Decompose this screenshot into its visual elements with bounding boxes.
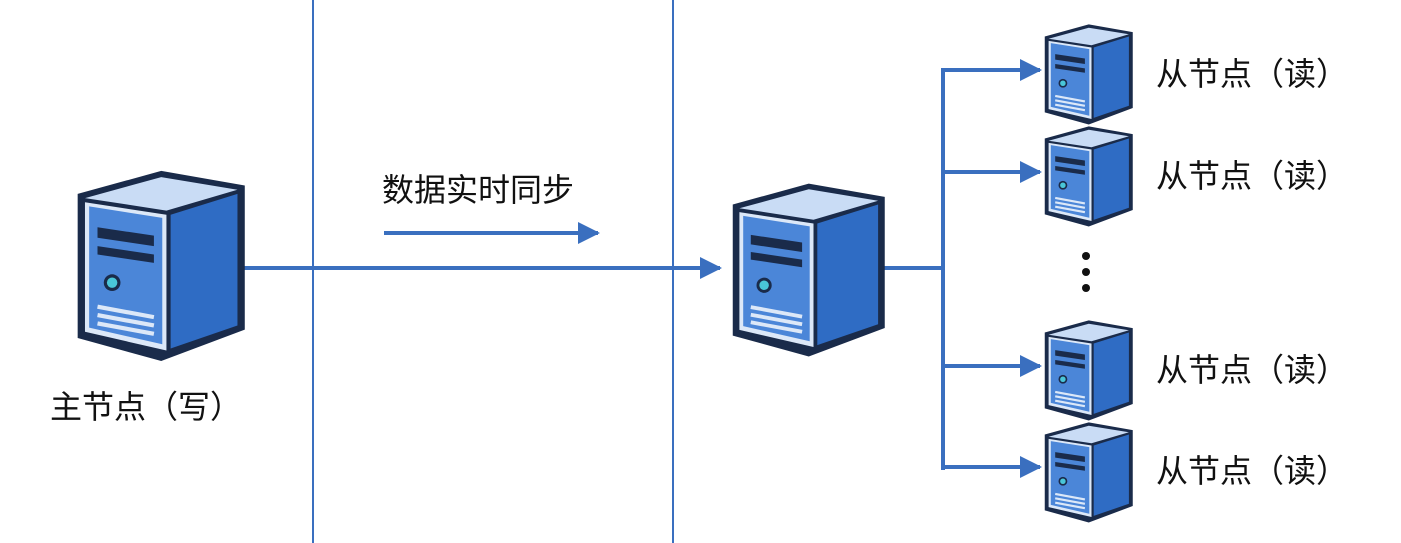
master-label: 主节点（写）	[50, 388, 243, 426]
master-server-icon	[78, 171, 245, 361]
replica-server-icon-4	[1043, 421, 1134, 524]
relay-server-icon	[730, 181, 887, 359]
replica-label-1: 从节点（读）	[1156, 55, 1349, 93]
replica-server-icon-3	[1043, 319, 1134, 422]
replica-label-3: 从节点（读）	[1156, 351, 1349, 389]
replica-label-4: 从节点（读）	[1156, 452, 1349, 490]
replica-label-2: 从节点（读）	[1156, 157, 1349, 195]
sync-label: 数据实时同步	[382, 171, 575, 209]
replica-ellipsis	[1080, 252, 1092, 296]
replica-server-icon-1	[1043, 23, 1134, 126]
replica-server-icon-2	[1043, 125, 1134, 228]
